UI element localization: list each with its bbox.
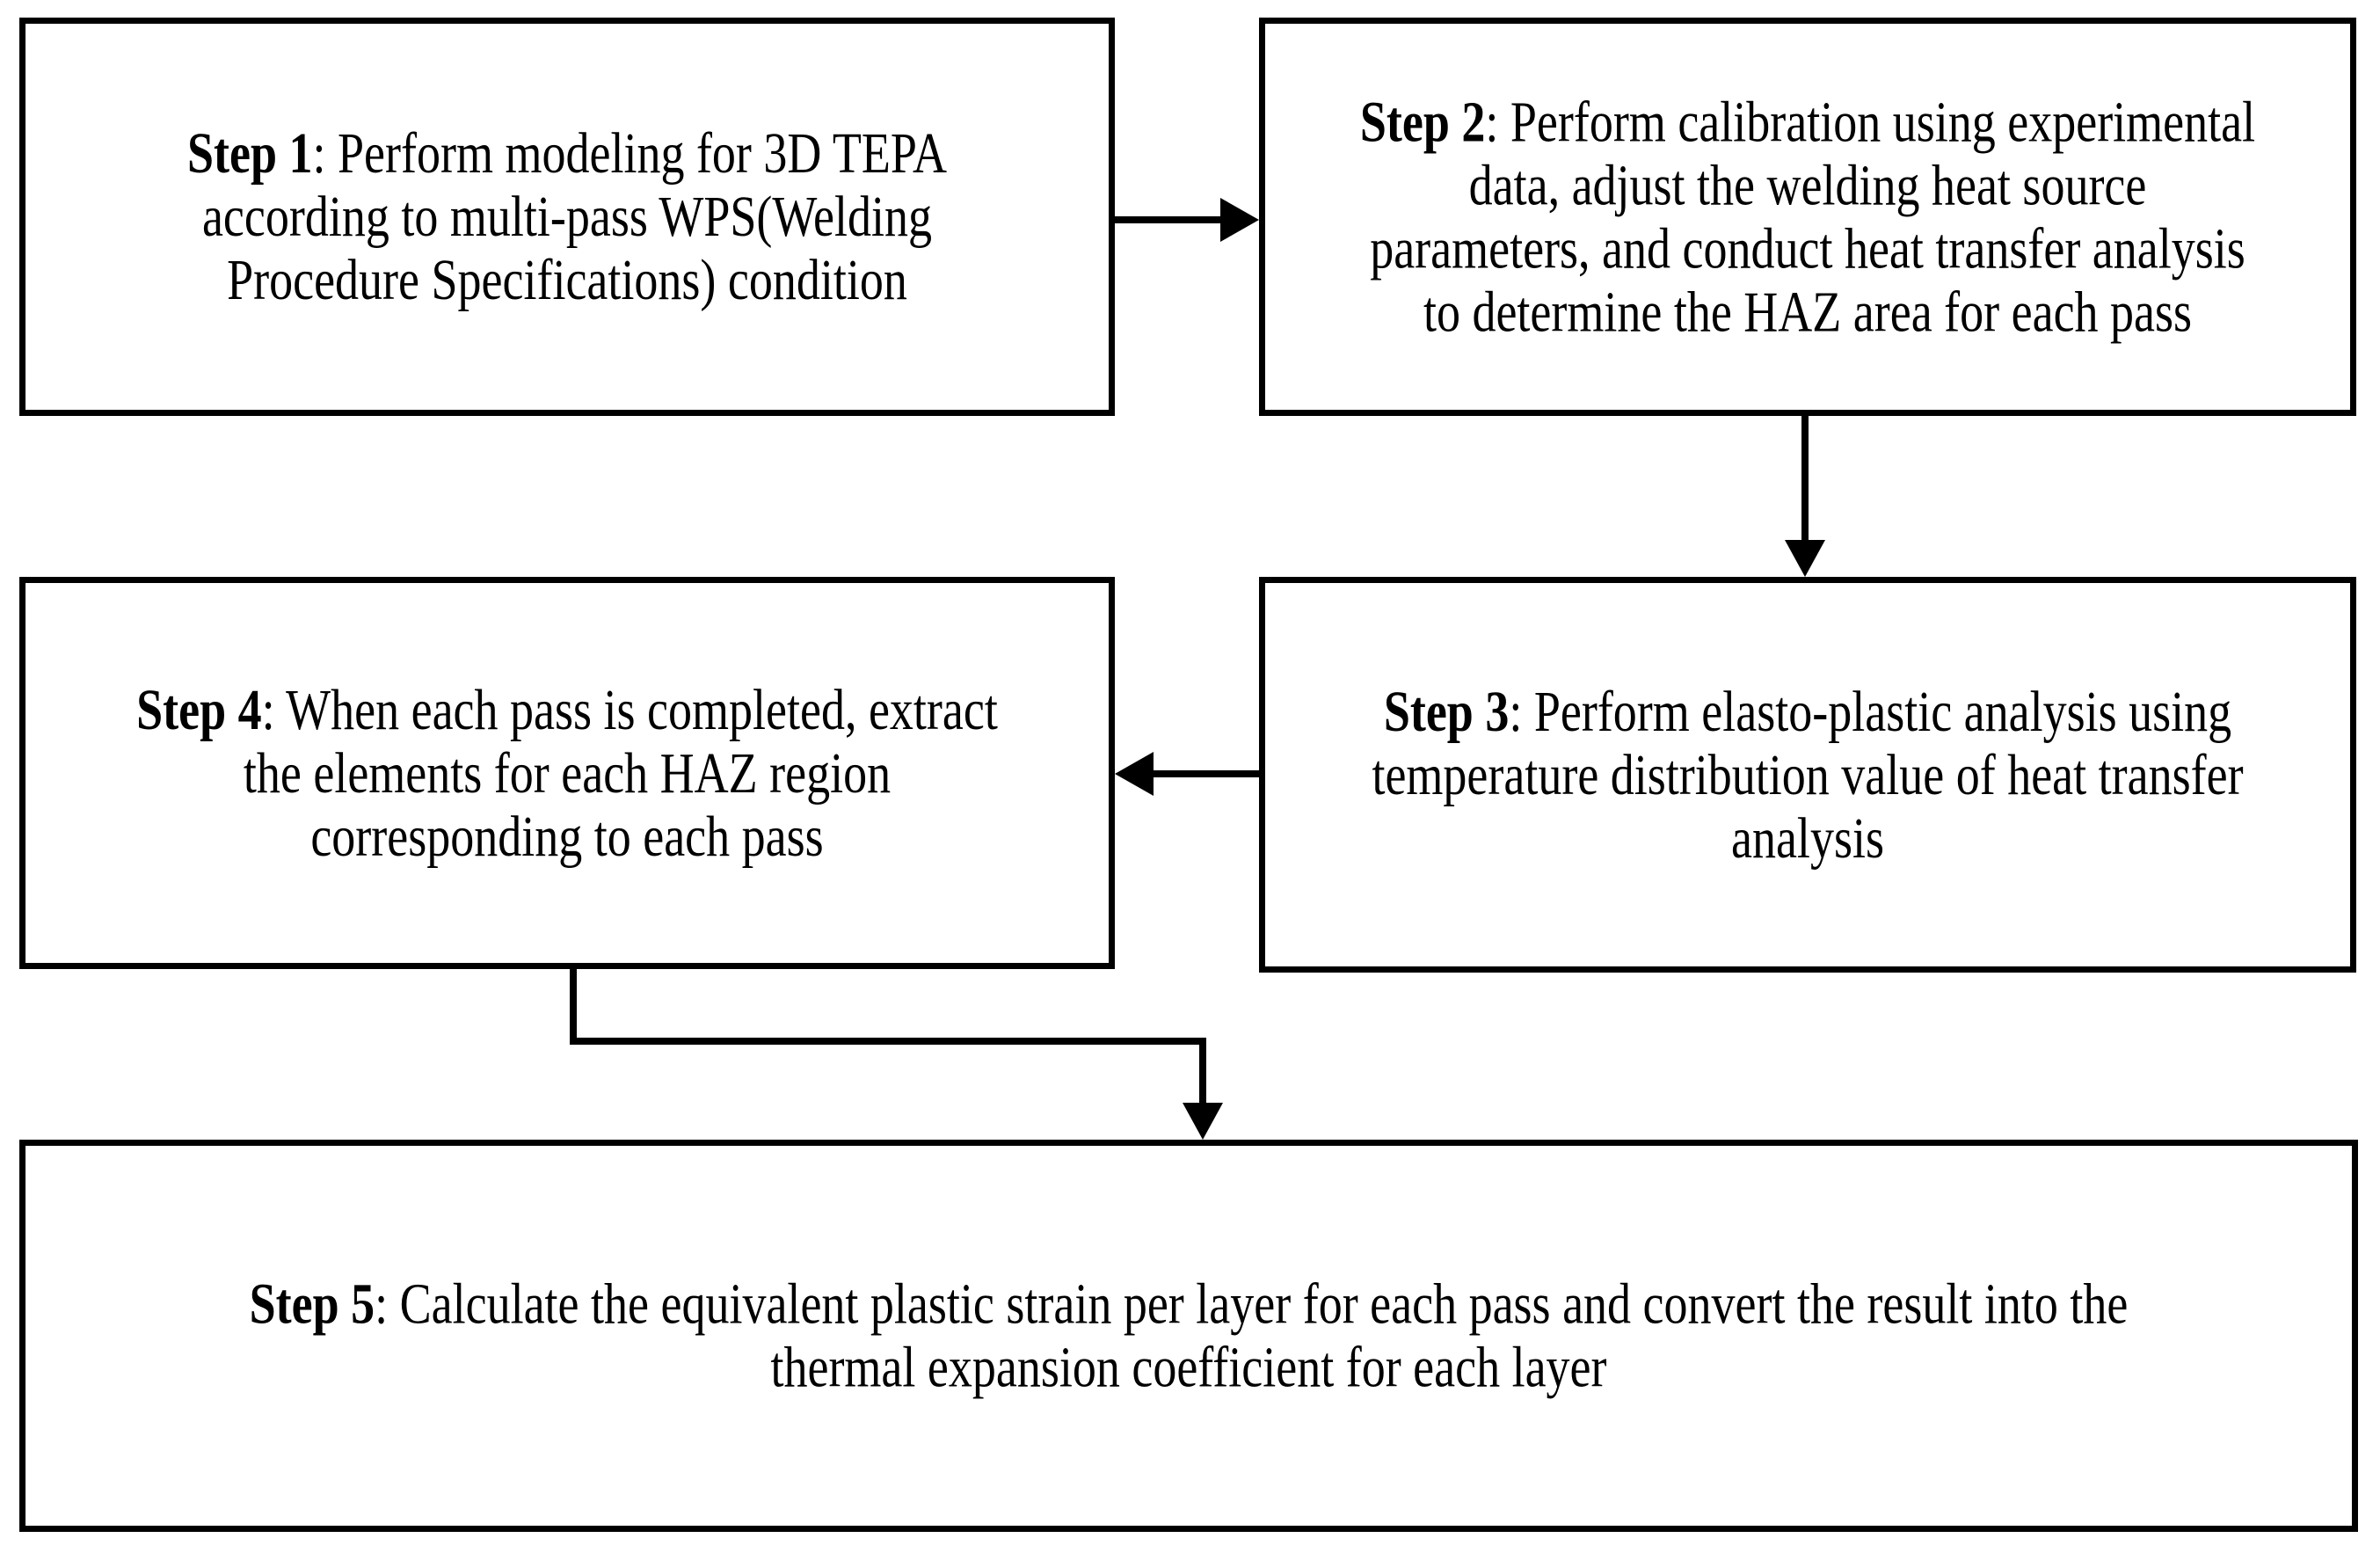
arrow-step1-to-step2-line — [1115, 216, 1222, 223]
step3-line3: analysis — [1731, 805, 1884, 870]
step4-line1: Step 4: When each pass is completed, ext… — [136, 676, 998, 742]
step4-line3: corresponding to each pass — [310, 803, 824, 868]
step2-line3: parameters, and conduct heat transfer an… — [1370, 215, 2245, 281]
step5-box: Step 5: Calculate the equivalent plastic… — [19, 1140, 2358, 1532]
step1-text: Step 1: Perform modeling for 3D TEPA acc… — [187, 120, 947, 312]
step2-text: Step 2: Perform calibration using experi… — [1359, 89, 2256, 344]
step3-box: Step 3: Perform elasto-plastic analysis … — [1259, 577, 2356, 973]
step5-text: Step 5: Calculate the equivalent plastic… — [250, 1272, 2129, 1399]
step1-line3: Procedure Specifications) condition — [227, 247, 907, 312]
connector-step4-to-step5-segment-down2 — [1199, 1038, 1206, 1104]
step3-line1-rest: : Perform elasto-plastic analysis using — [1509, 678, 2232, 744]
step2-box: Step 2: Perform calibration using experi… — [1259, 18, 2356, 416]
step1-line1: Step 1: Perform modeling for 3D TEPA — [187, 120, 947, 186]
step5-label: Step 5 — [249, 1271, 375, 1336]
step2-line1: Step 2: Perform calibration using experi… — [1359, 89, 2256, 154]
step2-line2: data, adjust the welding heat source — [1468, 152, 2147, 217]
arrowhead-down-icon — [1183, 1103, 1223, 1140]
step4-box: Step 4: When each pass is completed, ext… — [19, 577, 1115, 969]
step3-line1: Step 3: Perform elasto-plastic analysis … — [1372, 678, 2243, 744]
step1-line2: according to multi-pass WPS(Welding — [201, 184, 933, 249]
step3-line2: temperature distribution value of heat t… — [1372, 741, 2244, 806]
step2-line4: to determine the HAZ area for each pass — [1423, 279, 2193, 344]
arrowhead-down-icon — [1785, 540, 1825, 577]
step1-line1-rest: : Perform modeling for 3D TEPA — [312, 120, 947, 186]
connector-step4-to-step5-segment-down — [570, 969, 577, 1045]
connector-step4-to-step5-segment-right — [570, 1038, 1206, 1045]
arrowhead-left-icon — [1115, 752, 1154, 796]
step3-text: Step 3: Perform elasto-plastic analysis … — [1372, 678, 2244, 870]
step4-line2: the elements for each HAZ region — [243, 740, 892, 805]
step5-line2: thermal expansion coefficient for each l… — [770, 1334, 1607, 1399]
step4-text: Step 4: When each pass is completed, ext… — [136, 676, 998, 868]
step5-line1-rest: : Calculate the equivalent plastic strai… — [375, 1271, 2129, 1336]
step4-label: Step 4 — [136, 676, 262, 742]
arrow-step3-to-step4-line — [1152, 770, 1259, 777]
step2-label: Step 2 — [1359, 89, 1486, 154]
step1-label: Step 1 — [187, 120, 313, 186]
step4-line1-rest: : When each pass is completed, extract — [261, 676, 998, 742]
arrowhead-right-icon — [1220, 198, 1259, 242]
arrow-step2-to-step3-line — [1801, 416, 1809, 543]
step1-box: Step 1: Perform modeling for 3D TEPA acc… — [19, 18, 1115, 416]
step5-line1: Step 5: Calculate the equivalent plastic… — [250, 1272, 2129, 1336]
step3-label: Step 3 — [1383, 678, 1510, 744]
step2-line1-rest: : Perform calibration using experimental — [1485, 89, 2256, 154]
